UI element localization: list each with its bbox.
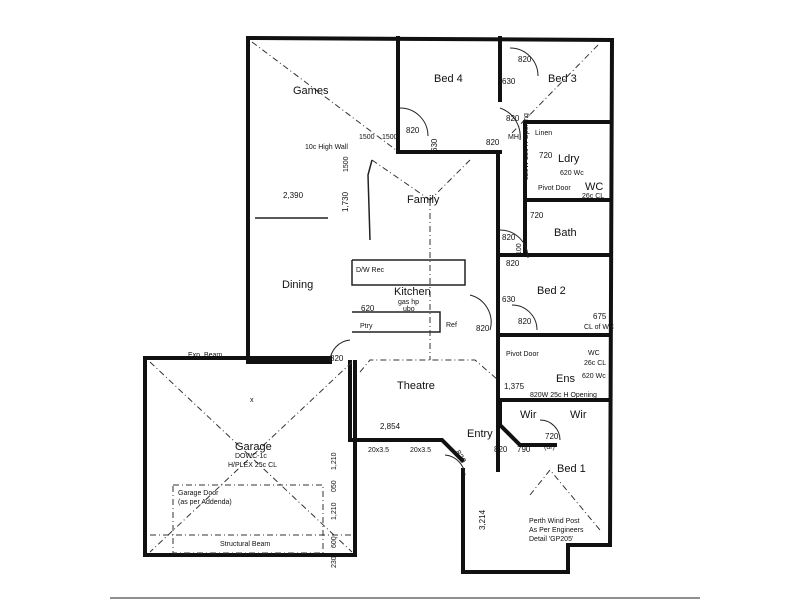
room-labels: Games Bed 4 Bed 3 Family Dining Kitchen …: [235, 73, 603, 475]
dim-820-theatre: 820: [330, 354, 344, 363]
walls: [143, 35, 615, 574]
dim-820-bed2-c: 820: [518, 317, 532, 326]
room-ldry: Ldry: [558, 153, 580, 165]
note-wc-26c-1: 26c CL: [582, 193, 604, 200]
note-ref: Ref: [446, 322, 457, 329]
note-mh: MH: [508, 134, 519, 141]
dim-1210-a: 1,210: [331, 452, 338, 470]
dim-820-bed4: 820: [406, 126, 420, 135]
room-games: Games: [293, 85, 329, 97]
note-garage-sub2: H/PLEX 25c CL: [228, 462, 277, 469]
note-wc-620-a: 620 Wc: [560, 170, 584, 177]
room-dining: Dining: [282, 279, 313, 291]
room-family: Family: [407, 194, 440, 206]
note-wc-label-2: WC: [588, 350, 600, 357]
note-wind-2: As Per Engineers: [529, 527, 584, 534]
note-exp-beam: Exp. Beam: [188, 352, 222, 359]
dim-820-ref: 820: [476, 324, 490, 333]
dim-1210-b: 1,210: [331, 502, 338, 520]
dim-820-hall-2: 820: [506, 114, 520, 123]
note-wc-620-b: 620 Wc: [582, 373, 606, 380]
dim-820-bed2-a: 820: [502, 233, 516, 242]
dim-1730: 1,730: [341, 191, 350, 212]
dim-630-bed2: 630: [502, 295, 516, 304]
window-20-a: 20x3.5: [368, 447, 389, 454]
room-bed4: Bed 4: [434, 73, 463, 85]
notes: 10c High Wall Linen MH 820W 25c H Openin…: [178, 113, 614, 548]
dim-630-bed3: 630: [502, 77, 516, 86]
note-opening-top: 820W 25c H Opening: [523, 113, 530, 180]
room-kitchen: Kitchen: [394, 286, 431, 298]
room-bed3: Bed 3: [548, 73, 577, 85]
dim-2854: 2,854: [380, 422, 401, 431]
note-pivot-door-2: Pivot Door: [506, 351, 539, 358]
room-bed2: Bed 2: [537, 285, 566, 297]
room-theatre: Theatre: [397, 380, 435, 392]
room-wc: WC: [585, 181, 603, 193]
room-bed1: Bed 1: [557, 463, 586, 475]
room-wir-2: Wir: [570, 409, 587, 421]
note-wind-3: Detail 'GP205': [529, 536, 573, 543]
note-high-wall: 10c High Wall: [305, 144, 348, 151]
dim-720-bath: 720: [530, 211, 544, 220]
room-bath: Bath: [554, 227, 577, 239]
window-20-b: 20x3.5: [410, 447, 431, 454]
note-ptry: Ptry: [360, 323, 373, 330]
note-wind-1: Perth Wind Post: [529, 518, 580, 525]
room-entry: Entry: [467, 428, 493, 440]
dim-620-ptry: 620: [361, 304, 375, 313]
dim-1500-a: 1500: [359, 134, 375, 141]
dim-630-bed4: 630: [430, 138, 439, 152]
note-opening-ens: 820W 25c H Opening: [530, 392, 597, 399]
note-x-mark: x: [250, 397, 254, 404]
dimensions: 820 630 820 630 1500 1500 1500 1,730 2,3…: [283, 55, 607, 568]
dim-3214: 3,214: [478, 509, 487, 530]
dim-790: 790: [517, 445, 531, 454]
dim-675: 675: [593, 312, 607, 321]
doors: [329, 47, 561, 476]
note-garage-door2: (as per Addenda): [178, 499, 232, 506]
dim-820-bed3: 820: [518, 55, 532, 64]
dim-050: 050: [331, 480, 338, 492]
note-pivot-door-1: Pivot Door: [538, 185, 571, 192]
note-dw-rec: D/W Rec: [356, 267, 385, 274]
dim-1500-b: 1500: [382, 134, 398, 141]
dim-820-bed2-b: 820: [506, 259, 520, 268]
note-gas-hp: gas hp: [398, 299, 419, 306]
room-ens: Ens: [556, 373, 575, 385]
note-garage-sub1: DOWC-1c: [235, 453, 267, 460]
room-garage: Garage: [235, 441, 272, 453]
note-structural-beam: Structural Beam: [220, 541, 270, 548]
note-ubo: ubo: [403, 306, 415, 313]
dim-820-hall-1: 820: [486, 138, 500, 147]
dim-1375: 1,375: [504, 382, 525, 391]
room-wir-1: Wir: [520, 409, 537, 421]
dim-820-entry: 820: [453, 449, 468, 466]
dim-720-ldry: 720: [539, 151, 553, 160]
dim-820-entry-2: 820: [494, 445, 508, 454]
dim-720-wir: 720: [545, 432, 559, 441]
note-cl-of-wc: CL of WC: [584, 324, 614, 331]
guides: [149, 41, 601, 554]
note-garage-door1: Garage Door: [178, 490, 219, 497]
dim-230: 230: [331, 556, 338, 568]
dim-1500-c: 1500: [343, 156, 350, 172]
note-wc-26c-2: 26c CL: [584, 360, 606, 367]
dim-600: 600: [331, 536, 338, 548]
dim-100: 100: [516, 243, 523, 255]
note-dr: (dr): [544, 444, 555, 451]
note-linen: Linen: [535, 130, 552, 137]
dim-2390: 2,390: [283, 191, 304, 200]
